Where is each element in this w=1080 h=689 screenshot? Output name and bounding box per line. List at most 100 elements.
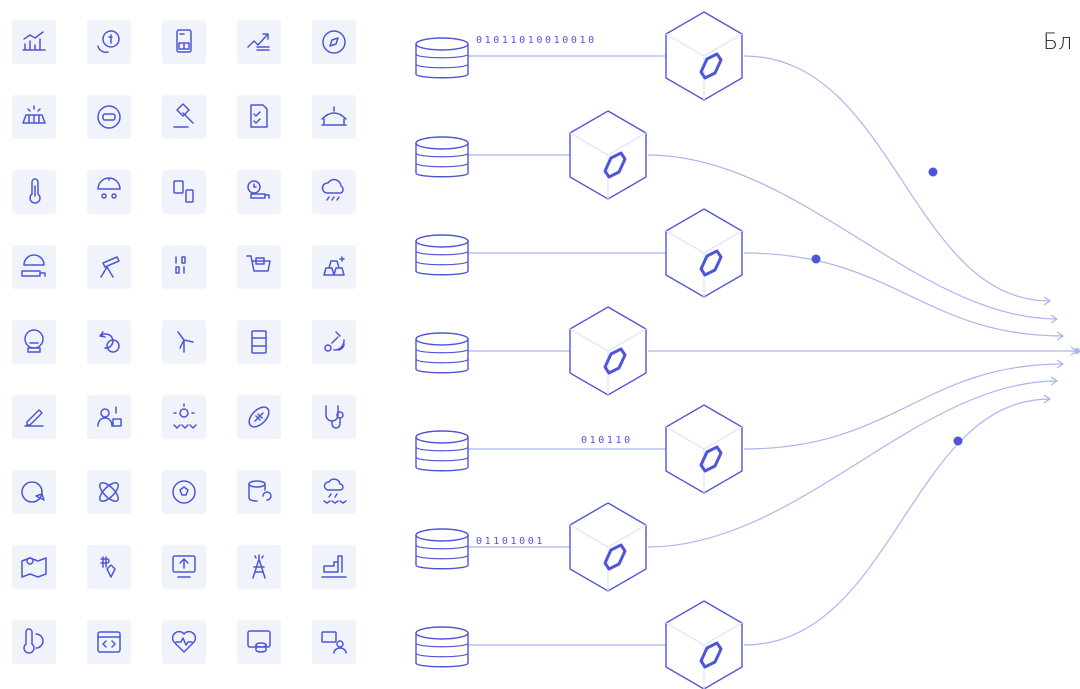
id-card-user-icon bbox=[321, 631, 347, 654]
icon-tile bbox=[237, 95, 281, 139]
icon-tile bbox=[162, 95, 206, 139]
database-icon bbox=[415, 332, 469, 374]
icon-tile bbox=[87, 20, 131, 64]
crypto-bitcoin-icon bbox=[100, 556, 116, 578]
icon-tile bbox=[87, 620, 131, 664]
rain-cloud-icon bbox=[321, 178, 344, 201]
icon-tile bbox=[312, 245, 356, 289]
cashback-icon bbox=[99, 331, 120, 353]
signature-pen-icon bbox=[24, 409, 44, 427]
arrow-head bbox=[1056, 359, 1065, 369]
icon-tile bbox=[312, 170, 356, 214]
icon-tile bbox=[87, 245, 131, 289]
coin-exchange-icon bbox=[97, 30, 120, 54]
auction-gavel-icon bbox=[173, 103, 194, 128]
satellite-icon bbox=[324, 331, 345, 352]
soccer-ball-icon bbox=[172, 480, 196, 504]
rain-crops-icon bbox=[323, 478, 347, 504]
icon-tile bbox=[12, 245, 56, 289]
landscape-bridge-icon bbox=[321, 106, 347, 126]
block-node-icon bbox=[569, 502, 647, 592]
stethoscope-icon bbox=[325, 405, 344, 429]
icon-tile bbox=[312, 545, 356, 589]
icon-tile bbox=[312, 95, 356, 139]
database-icon bbox=[415, 234, 469, 276]
icon-tile bbox=[162, 20, 206, 64]
icon-tile bbox=[162, 170, 206, 214]
icon-tile bbox=[87, 395, 131, 439]
hub-point bbox=[1074, 348, 1080, 354]
wind-turbine-icon bbox=[177, 331, 194, 353]
map-location-icon bbox=[21, 557, 47, 578]
icon-tile bbox=[237, 395, 281, 439]
oil-barrel-icon bbox=[251, 330, 267, 354]
flow-curve bbox=[743, 363, 1064, 450]
block-node-icon bbox=[665, 208, 743, 298]
phone-devices-icon bbox=[173, 180, 194, 203]
flow-curve bbox=[743, 55, 1051, 302]
icon-tile bbox=[162, 545, 206, 589]
flow-curve bbox=[743, 252, 1064, 337]
data-packet-dot bbox=[953, 436, 963, 446]
arrow-head bbox=[1043, 296, 1052, 306]
icon-tile bbox=[12, 470, 56, 514]
solar-panel-icon bbox=[22, 105, 46, 124]
database-icon bbox=[415, 37, 469, 79]
icon-tile bbox=[237, 170, 281, 214]
icon-tile bbox=[12, 95, 56, 139]
icon-tile bbox=[87, 170, 131, 214]
telescope-icon bbox=[100, 256, 120, 278]
icon-tile bbox=[12, 395, 56, 439]
block-node-icon bbox=[569, 110, 647, 200]
icon-tile bbox=[162, 620, 206, 664]
icon-tile bbox=[237, 320, 281, 364]
connector-lines bbox=[468, 55, 1079, 646]
spreadsheet-invoice-icon bbox=[176, 29, 192, 53]
factory-ship-icon bbox=[321, 555, 347, 578]
data-packet-dot bbox=[928, 167, 938, 177]
icon-tile bbox=[237, 470, 281, 514]
heart-rate-icon bbox=[171, 630, 197, 653]
icon-tile bbox=[87, 95, 131, 139]
icon-tile bbox=[162, 245, 206, 289]
flow-curve bbox=[647, 154, 1058, 320]
block-node-icon bbox=[665, 600, 743, 689]
database-icon bbox=[415, 136, 469, 178]
icon-tile bbox=[312, 20, 356, 64]
bit-stream: 01011010010010 bbox=[476, 35, 597, 46]
coins-growth-icon bbox=[247, 33, 270, 51]
arrow-head bbox=[1050, 376, 1059, 386]
arrow-head bbox=[1043, 394, 1052, 404]
block-node-icon bbox=[569, 306, 647, 396]
icon-tile bbox=[12, 320, 56, 364]
delivery-truck-clock-icon bbox=[247, 180, 270, 199]
block-node-icon bbox=[665, 11, 743, 101]
icon-grid bbox=[12, 20, 382, 680]
page-title: Бл bbox=[1043, 30, 1073, 55]
icon-tile bbox=[237, 20, 281, 64]
data-packet-dot bbox=[811, 254, 821, 264]
database-icon bbox=[415, 626, 469, 668]
thermometer-icon bbox=[29, 178, 41, 204]
sun-crops-icon bbox=[173, 403, 197, 429]
american-football-icon bbox=[248, 406, 270, 428]
basketball-hoop-icon bbox=[24, 329, 44, 353]
code-window-icon bbox=[97, 631, 121, 653]
icon-tile bbox=[12, 170, 56, 214]
icon-tile bbox=[12, 545, 56, 589]
icon-tile bbox=[12, 20, 56, 64]
bit-stream: 01101001 bbox=[476, 536, 545, 547]
shopping-cart-box-icon bbox=[246, 255, 271, 272]
database-sync-icon bbox=[248, 480, 272, 502]
oil-rig-icon bbox=[252, 554, 266, 579]
icon-tile bbox=[162, 395, 206, 439]
compass-icon bbox=[322, 30, 346, 54]
icon-tile bbox=[87, 545, 131, 589]
icon-tile bbox=[312, 395, 356, 439]
flow-curve bbox=[647, 380, 1058, 548]
icon-tile bbox=[87, 470, 131, 514]
icon-tile bbox=[87, 320, 131, 364]
database-icon bbox=[415, 528, 469, 570]
screen-database-icon bbox=[247, 630, 271, 653]
